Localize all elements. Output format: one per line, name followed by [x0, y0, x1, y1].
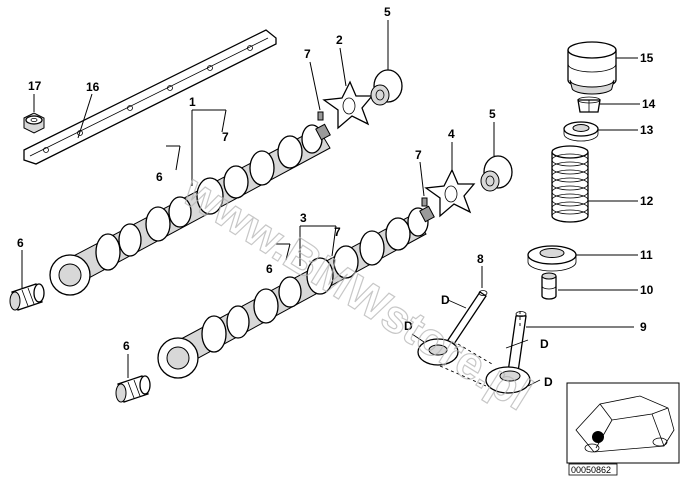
callout-5-upper: 5: [384, 5, 391, 19]
callout-4: 4: [448, 127, 455, 141]
callout-10: 10: [640, 283, 654, 297]
callout-9: 9: [640, 320, 647, 334]
spring-retainer-13: [563, 121, 599, 142]
callout-11: 11: [640, 248, 653, 262]
callout-5-lower: 5: [489, 107, 496, 121]
callout-7-lower-bracket: 7: [334, 225, 341, 239]
woodruff-key-7-upper: [317, 111, 324, 121]
reference-code: 00050862: [571, 465, 611, 475]
callout-6-left: 6: [17, 236, 24, 250]
callout-13: 13: [640, 123, 654, 137]
lower-camshaft-3: [157, 205, 435, 379]
callout-6-lower-bracket: 6: [266, 262, 273, 276]
watermark-text: www.BMWstore.pl: [174, 164, 541, 420]
callout-16: 16: [86, 80, 100, 94]
reference-code-box: 00050862: [568, 463, 618, 476]
valve-stem-seal-10: [541, 272, 557, 300]
dimension-d-right-lower: D: [544, 375, 553, 389]
callout-17: 17: [28, 79, 42, 93]
sensor-wheel-2: [322, 80, 374, 130]
end-cap-5-lower: [480, 155, 513, 192]
spring-seat-11: [527, 245, 577, 272]
callout-15: 15: [640, 51, 654, 65]
dimension-d-left: D: [404, 319, 413, 333]
hex-nut-17: [23, 112, 45, 134]
dimension-d-top: D: [441, 293, 450, 307]
engine-location-dot: [592, 431, 604, 443]
valve-8: [417, 290, 488, 366]
woodruff-key-7-lower: [421, 197, 428, 207]
end-cap-5-upper: [370, 69, 403, 106]
callout-1: 1: [189, 95, 196, 109]
leader-lines: [21, 20, 640, 378]
dimension-labels: D D D D: [404, 293, 553, 389]
guide-rail-16: [23, 29, 277, 165]
callout-labels: 17 16 1 7 6 7 2 5 5 4 7 3 7 6 6 6 8 9 10…: [17, 5, 656, 353]
upper-camshaft-1: [49, 123, 331, 296]
vehicle-locator-inset: [566, 382, 680, 464]
callout-7-upper: 7: [304, 47, 311, 61]
callout-6-upper-bracket: 6: [156, 170, 163, 184]
callout-12: 12: [640, 194, 654, 208]
callout-7-mid: 7: [415, 148, 422, 162]
valve-keepers-14: [577, 96, 601, 113]
bucket-tappet-15: [567, 41, 617, 95]
callout-8: 8: [477, 252, 484, 266]
valve-spring-12: [551, 145, 589, 223]
callout-7-upper-bracket: 7: [222, 130, 229, 144]
sensor-wheel-4: [424, 168, 476, 218]
sealing-plug-6-left: [9, 283, 45, 311]
callout-6-lower: 6: [123, 339, 130, 353]
callout-3: 3: [300, 211, 307, 225]
dimension-d-right-upper: D: [540, 337, 549, 351]
dimension-markers: [411, 299, 541, 387]
sealing-plug-6-lower: [115, 375, 151, 403]
callout-2: 2: [336, 33, 343, 47]
callout-14: 14: [642, 97, 656, 111]
